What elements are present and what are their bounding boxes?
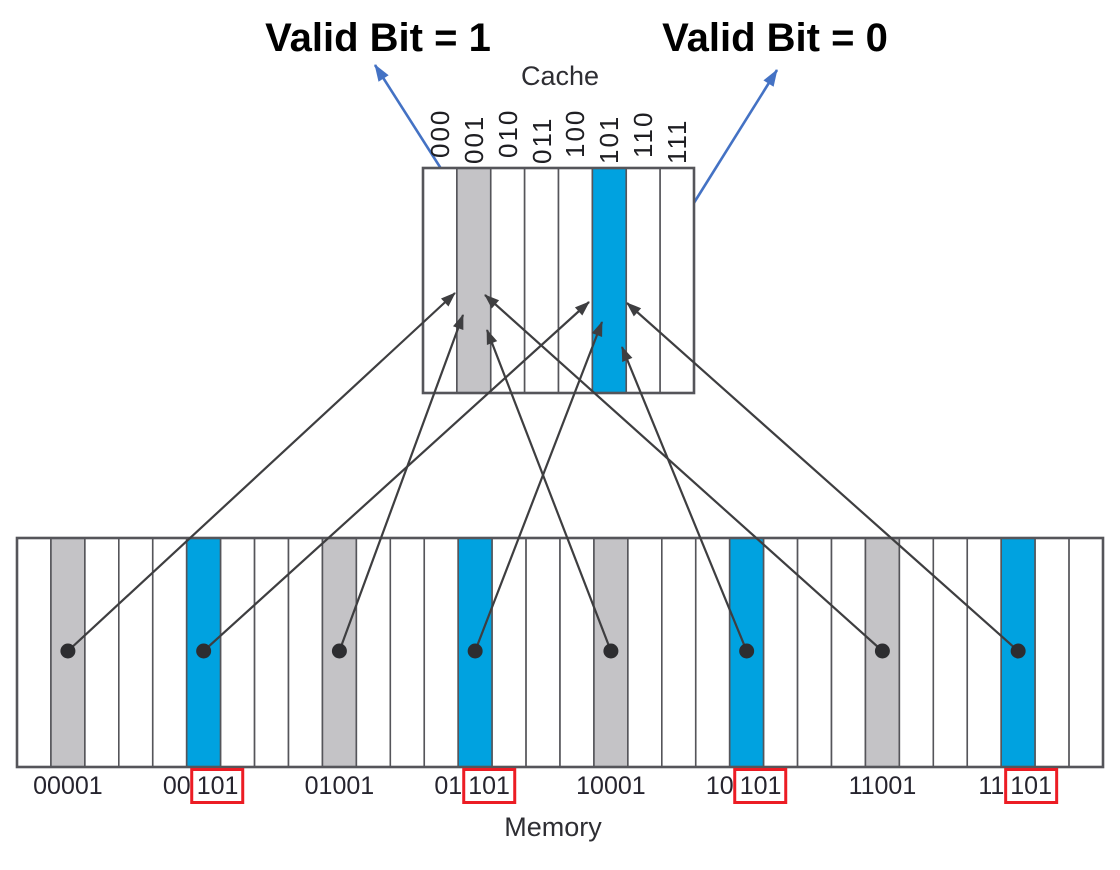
address-prefix: 10: [705, 772, 734, 800]
memory-block: [491, 537, 527, 768]
cache-cell-001: [456, 167, 492, 394]
memory-block: [796, 537, 833, 768]
cache-index-label-011: 011: [526, 116, 557, 164]
memory-block: [1034, 537, 1070, 768]
mapping-arrow-00001-to-001: [67, 292, 456, 652]
cache-array: [421, 166, 696, 395]
valid-bit-0-label: Valid Bit = 0: [662, 16, 888, 60]
memory-address-label-10001: 10001: [576, 771, 646, 801]
mapping-arrow-11101-to-101: [626, 302, 1019, 652]
memory-block: [389, 537, 426, 768]
cache-index-label-010: 010: [492, 108, 523, 158]
mapping-arrow-11001-to-001: [484, 294, 884, 652]
memory-outline: [15, 536, 1105, 769]
memory-block-dot: [60, 643, 76, 659]
cache-outline: [421, 166, 696, 395]
mapping-arrow-00101-to-101: [202, 301, 590, 652]
memory-block: [627, 537, 663, 768]
mapping-arrow-10101-to-101: [620, 346, 748, 652]
memory-block: [932, 537, 969, 768]
address-prefix: 00001: [33, 772, 103, 800]
memory-block-dot: [467, 643, 483, 659]
address-prefix: 00: [162, 772, 191, 800]
cache-cell-101: [591, 167, 628, 394]
memory-block: [423, 537, 459, 768]
memory-block: [16, 537, 52, 768]
memory-block: [1068, 537, 1104, 768]
memory-block: [287, 537, 324, 768]
memory-block: [966, 537, 1002, 768]
memory-block: [762, 537, 799, 768]
cache-cell-010: [489, 167, 526, 394]
address-prefix: 01: [434, 772, 463, 800]
memory-block: [253, 537, 290, 768]
cache-index-label-001: 001: [458, 114, 489, 164]
cache-cell-000: [422, 167, 458, 394]
memory-block-dot: [603, 643, 619, 659]
cache-index-label-000: 000: [424, 108, 455, 158]
memory-address-label-00001: 00001: [33, 771, 103, 801]
memory-block-dot: [874, 643, 890, 659]
memory-block-dot: [196, 643, 212, 659]
address-prefix: 11: [978, 772, 1005, 800]
memory-address-label-01001: 01001: [305, 771, 375, 801]
memory-block: [219, 537, 256, 768]
memory-block-dot: [331, 643, 347, 659]
red-boxed-index-bits: 101: [733, 768, 788, 804]
cache-cell-110: [625, 167, 661, 394]
mapping-arrow-01101-to-101: [474, 321, 604, 652]
memory-block: [84, 537, 120, 768]
memory-block: [118, 537, 154, 768]
block-mapping-arrows: [60, 292, 1026, 659]
cache-cell-011: [523, 167, 560, 394]
address-prefix: 11001: [848, 772, 917, 800]
memory-block: [694, 537, 731, 768]
red-boxed-index-bits: 101: [462, 768, 516, 804]
cache-index-label-111: 111: [662, 118, 693, 164]
address-prefix: 01001: [304, 772, 375, 800]
memory-block: [151, 537, 188, 768]
cache-index-label-110: 110: [628, 110, 659, 158]
red-boxed-index-bits: 101: [190, 768, 245, 804]
address-prefix: 10001: [576, 772, 646, 800]
mapping-arrow-10001-to-001: [485, 329, 612, 652]
cache-title: Cache: [520, 61, 600, 91]
memory-address-label-11001: 11001: [849, 771, 917, 801]
memory-block: [525, 537, 561, 768]
memory-block: [830, 537, 867, 768]
memory-block: [661, 537, 697, 768]
memory-block: [559, 537, 595, 768]
memory-block: [355, 537, 392, 768]
valid-bit-arrow-1: [680, 69, 779, 223]
cache-index-label-101: 101: [594, 114, 625, 164]
memory-block-dot: [1010, 643, 1026, 659]
valid-bit-1-label: Valid Bit = 1: [265, 16, 491, 60]
memory-title: Memory: [504, 812, 602, 842]
red-boxed-index-bits: 101: [1004, 768, 1058, 804]
memory-block-dot: [739, 643, 755, 659]
mapping-arrow-01001-to-001: [338, 314, 465, 652]
memory-array: [15, 536, 1105, 769]
cache-index-label-100: 100: [560, 108, 591, 158]
